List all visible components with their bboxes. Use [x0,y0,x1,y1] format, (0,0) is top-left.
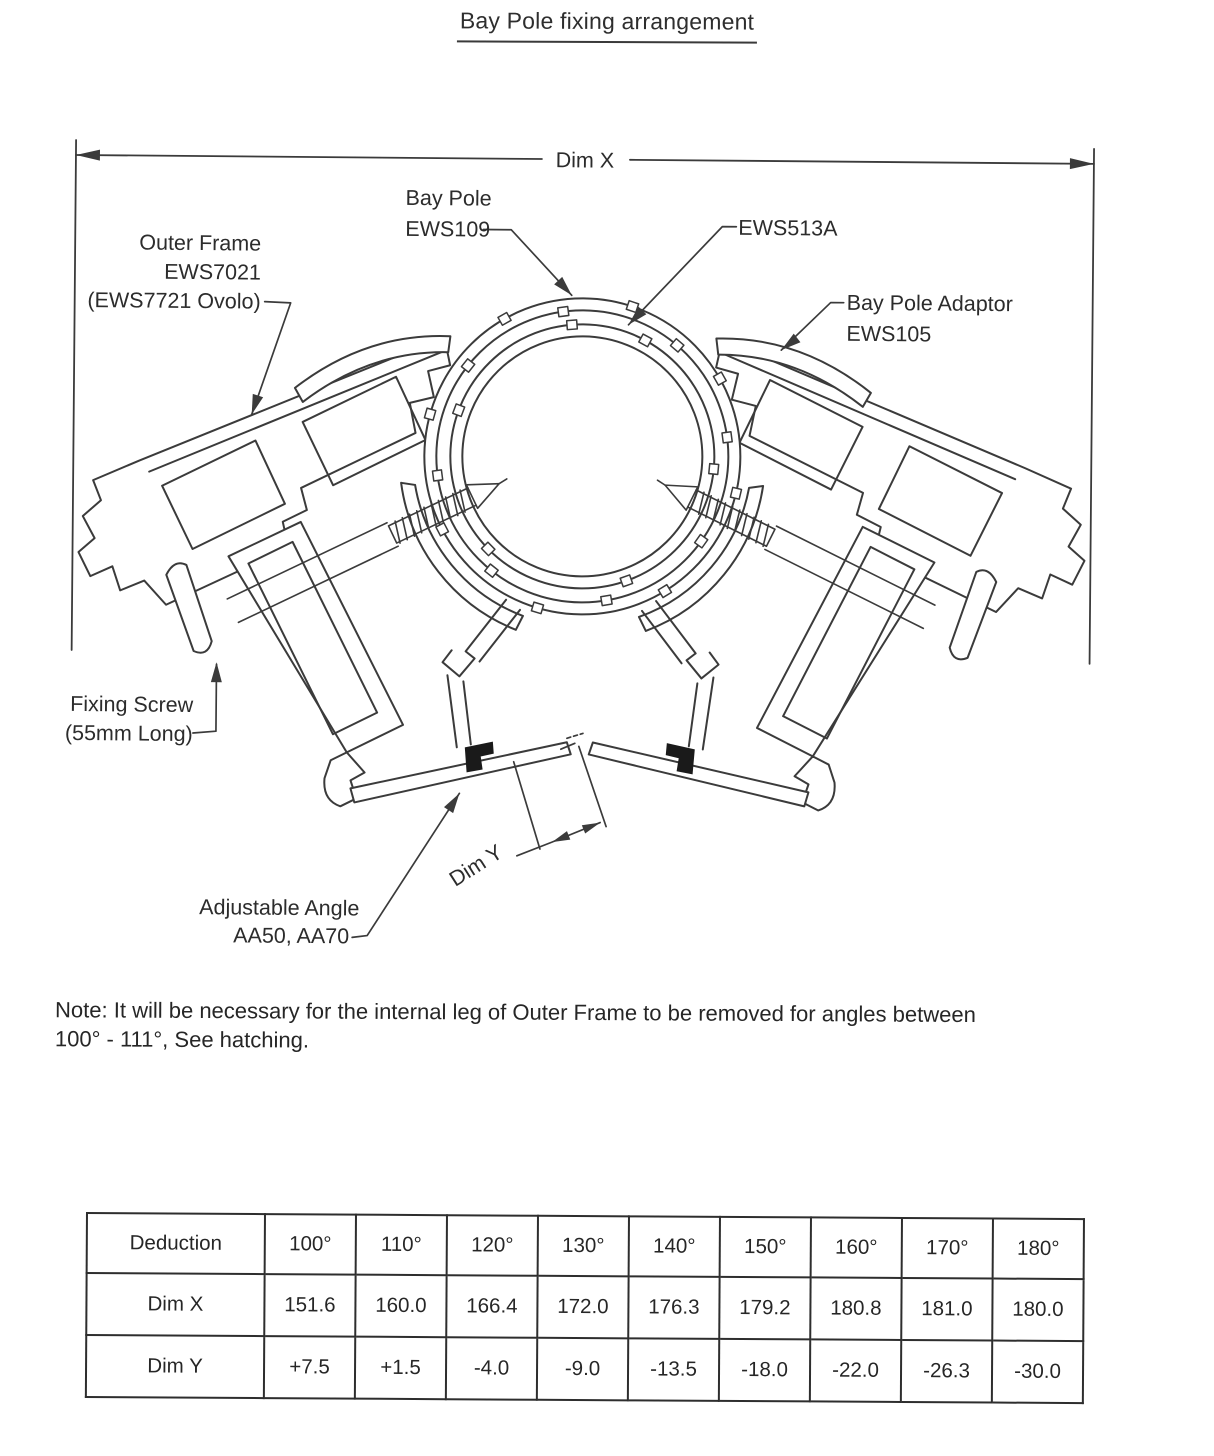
seal-label: EWS513A [738,216,838,241]
table-cell: 160.0 [355,1274,447,1338]
dim-x-label: Dim X [556,148,615,173]
outer-frame-label-line3: (EWS7721 Ovolo) [87,288,260,314]
table-cell: -30.0 [991,1340,1084,1404]
dim-y-label: Dim Y [445,840,507,891]
deduction-table: Deduction 100° 110° 120° 130° 140° 150° … [85,1212,1085,1404]
outer-frame-label-line2: EWS7021 [164,260,261,285]
table-cell: +7.5 [263,1336,356,1399]
note-text: Note: It will be necessary for the inter… [55,995,1125,1059]
table-cell: 120° [446,1215,538,1276]
row-header: Deduction [86,1213,265,1275]
table-cell: 180.0 [992,1278,1084,1342]
fixing-screw-label-line2: (55mm Long) [65,721,193,746]
dim-y-dimension [512,732,607,857]
table-row-dim-x: Dim X 151.6 160.0 166.4 172.0 176.3 179.… [86,1273,1084,1342]
table-cell: 170° [901,1217,993,1279]
adaptor-label-line1: Bay Pole Adaptor [847,291,1013,316]
table-cell: 166.4 [446,1275,538,1338]
table-cell: 179.2 [719,1276,811,1340]
table-cell: 172.0 [537,1275,629,1339]
bay-pole-label-line2: EWS109 [405,217,490,242]
pole-ring-notches [423,299,743,615]
table-cell: 151.6 [264,1274,356,1337]
table-cell: 180.8 [810,1277,902,1340]
row-header: Dim Y [85,1335,265,1399]
dim-x-dimension [70,139,1095,665]
table-cell: 180° [992,1218,1084,1280]
table-row-dim-y: Dim Y +7.5 +1.5 -4.0 -9.0 -13.5 -18.0 -2… [85,1335,1084,1404]
table-cell: 100° [264,1214,356,1275]
outer-frame-label-line1: Outer Frame [139,231,261,256]
table-cell: 140° [628,1216,720,1277]
adaptor-label-line2: EWS105 [846,322,931,347]
leader-lines [192,225,845,939]
table-cell: -18.0 [718,1338,811,1402]
table-cell: -4.0 [445,1337,538,1400]
table-cell: 110° [355,1214,447,1276]
table-cell: -13.5 [627,1338,720,1401]
table-cell: 181.0 [901,1277,993,1341]
bay-pole-label-line1: Bay Pole [405,186,491,211]
note-line2: 100° - 111°, See hatching. [54,1026,310,1053]
bay-pole-profile [423,297,743,616]
adjustable-angle-label-line1: Adjustable Angle [199,895,359,920]
row-header: Dim X [86,1273,265,1337]
table-cell: 150° [719,1216,811,1278]
table-cell: -22.0 [809,1339,902,1402]
fixing-screw-label-line1: Fixing Screw [70,692,194,717]
table-cell: +1.5 [354,1336,447,1400]
table-cell: 176.3 [628,1276,720,1339]
table-cell: -26.3 [900,1339,993,1403]
table-cell: 160° [810,1217,902,1278]
table-cell: -9.0 [536,1337,629,1401]
adjustable-angle-label-line2: AA50, AA70 [233,923,349,948]
table-cell: 130° [537,1215,629,1277]
table-row-deduction: Deduction 100° 110° 120° 130° 140° 150° … [86,1213,1084,1280]
